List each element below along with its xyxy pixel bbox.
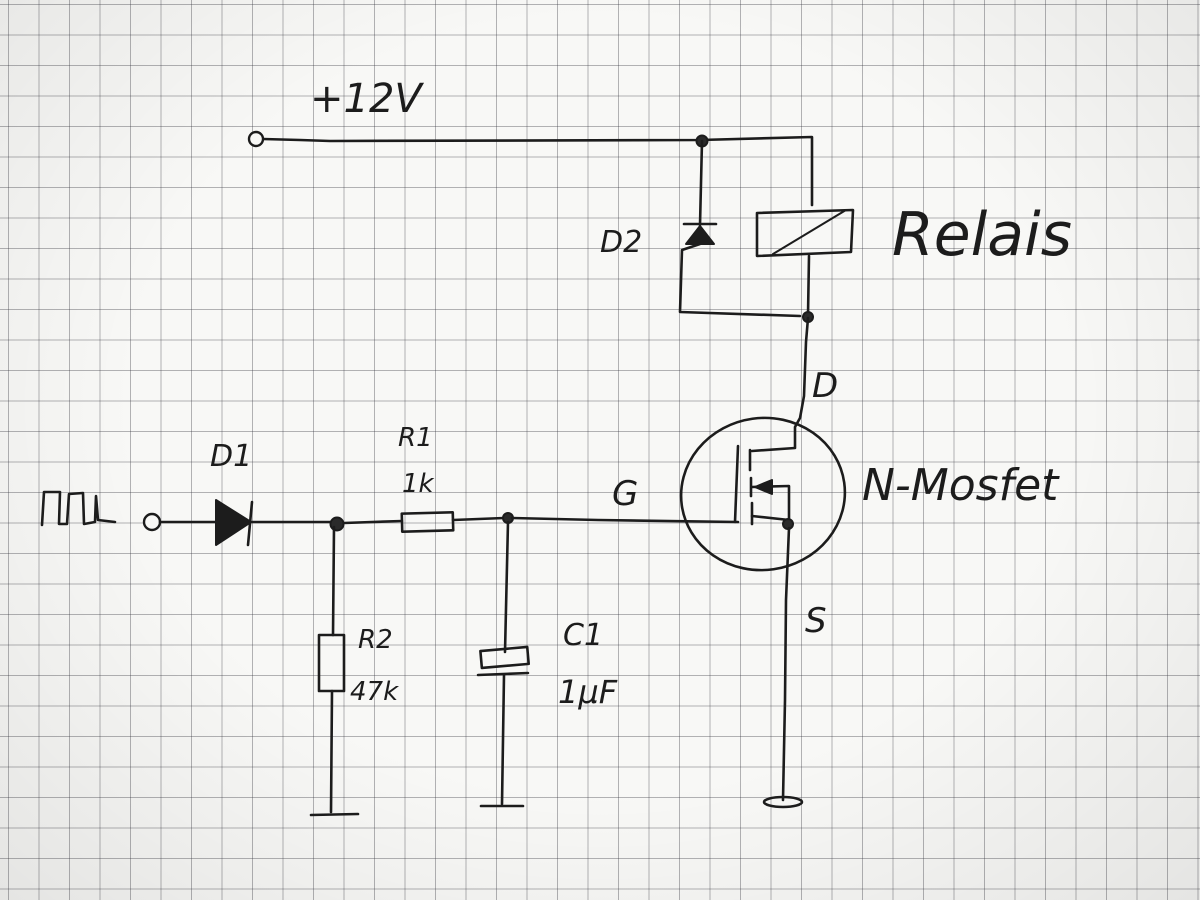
resistor-r2	[317, 633, 346, 693]
r2-name-label: R2	[358, 625, 393, 655]
mosfet-label: N-Mosfet	[862, 460, 1060, 511]
source-label: S	[805, 601, 827, 641]
ground-symbol	[762, 795, 804, 809]
input-terminal	[142, 512, 162, 532]
capacitor-c1-branch	[476, 520, 530, 808]
d2-label: D2	[600, 225, 642, 260]
gate-label: G	[612, 474, 638, 514]
supply-label: +12V	[310, 76, 424, 122]
diode-d2	[678, 139, 802, 318]
relay-label: Relais	[892, 200, 1072, 270]
input-path	[142, 499, 740, 547]
d1-r1-junction	[329, 516, 345, 532]
drain-label: D	[812, 366, 838, 406]
relay-coil	[755, 208, 855, 449]
capacitor-c1	[479, 645, 530, 670]
c1-name-label: C1	[563, 618, 603, 653]
r1-value-label: 1k	[402, 469, 435, 499]
r2-value-label: 47k	[350, 677, 399, 707]
supply-rail	[247, 130, 814, 207]
d1-label: D1	[210, 439, 252, 474]
supply-terminal	[247, 130, 265, 148]
resistor-r1	[400, 511, 455, 533]
pulse-symbol	[40, 490, 117, 527]
c1-value-label: 1µF	[558, 673, 618, 711]
source-ground	[762, 526, 804, 809]
diode-d1	[215, 499, 252, 546]
n-mosfet	[679, 416, 847, 572]
r1-name-label: R1	[398, 423, 433, 453]
resistor-r2-branch	[309, 525, 360, 817]
